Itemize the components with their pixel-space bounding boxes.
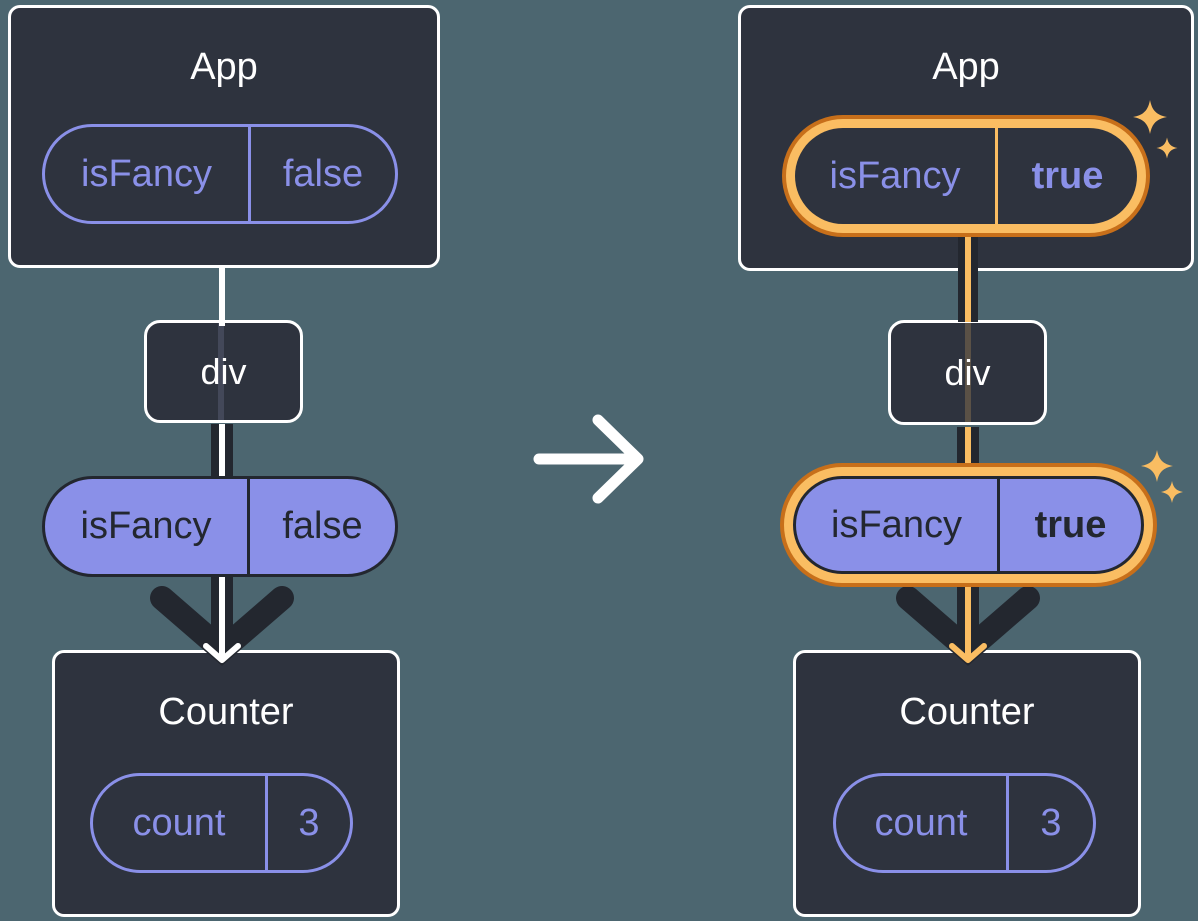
flow-line (219, 266, 225, 326)
transition-arrow-icon (533, 414, 644, 504)
prop-name: isFancy (81, 152, 212, 195)
node-label: div (944, 351, 991, 393)
prop-value: false (282, 505, 363, 547)
prop-pill-app-after: isFancy true (782, 115, 1150, 237)
component-title: Counter (158, 691, 294, 733)
component-title: App (190, 46, 258, 88)
flow-arrowhead-dark (896, 586, 1040, 666)
pill-divider (247, 479, 250, 574)
prop-name: isFancy (80, 505, 212, 547)
component-title: Counter (899, 691, 1035, 733)
node-box-div-after: div (888, 320, 1047, 425)
highlight-ring: isFancy true (784, 467, 1153, 583)
state-value: 3 (1040, 801, 1062, 844)
prop-value: false (282, 152, 364, 195)
pill-divider (248, 127, 251, 221)
component-title: App (932, 46, 1000, 88)
state-name: count (874, 801, 968, 844)
state-value: 3 (298, 801, 320, 844)
pill-divider (1006, 776, 1009, 870)
highlight-ring: isFancy true (786, 119, 1146, 233)
prop-name: isFancy (831, 503, 962, 546)
state-pill-counter-after: count 3 (833, 773, 1096, 873)
pill-divider (997, 479, 1000, 571)
node-box-div-before: div (144, 320, 303, 423)
prop-pill-app-before: isFancy false (42, 124, 398, 224)
state-pill-counter-before: count 3 (90, 773, 353, 873)
prop-name: isFancy (829, 154, 961, 197)
prop-value: true (1034, 503, 1107, 546)
flow-line-ghost (965, 323, 971, 422)
prop-pill-passed-after: isFancy true (780, 463, 1157, 587)
pill-divider (995, 128, 998, 224)
prop-value: true (1031, 154, 1104, 197)
prop-pill-passed-before: isFancy false (42, 476, 398, 577)
node-label: div (200, 350, 247, 392)
flow-arrowhead-dark (150, 586, 294, 666)
pill-divider (265, 776, 268, 870)
flow-line-ghost (218, 323, 224, 420)
state-name: count (132, 801, 226, 844)
